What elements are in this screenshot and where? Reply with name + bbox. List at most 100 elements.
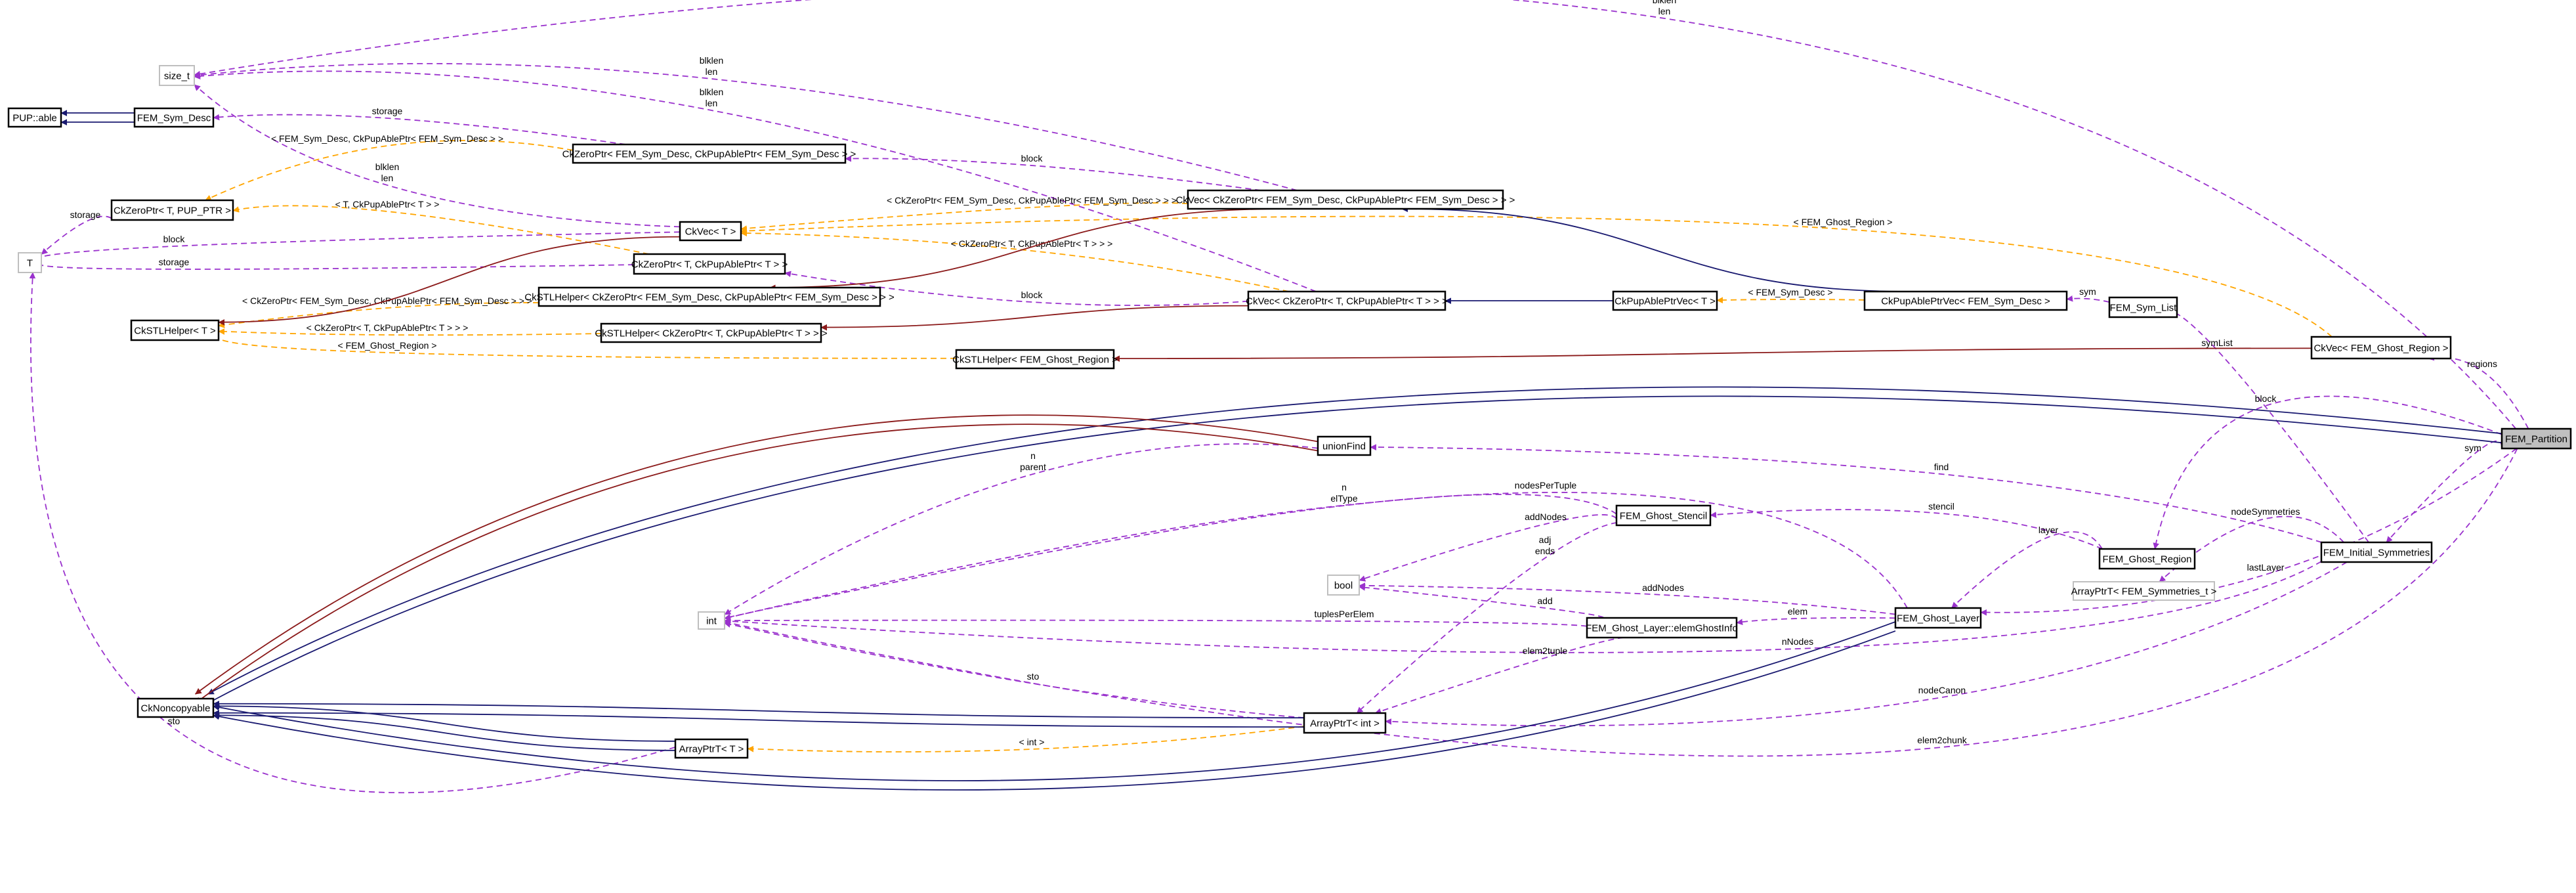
node-box bbox=[955, 349, 1115, 370]
class-node-fem-ghost-stencil[interactable]: FEM_Ghost_Stencil bbox=[1615, 504, 1712, 527]
node-label: PUP::able bbox=[12, 113, 57, 124]
edge-label: < FEM_Sym_Desc > bbox=[1748, 287, 1832, 297]
class-node-elemghostinfo[interactable]: FEM_Ghost_Layer::elemGhostInfo bbox=[1586, 617, 1738, 639]
node-label: CkVec< FEM_Ghost_Region > bbox=[2313, 343, 2448, 354]
node-box bbox=[1327, 575, 1360, 596]
edge-label: nodeSymmetries bbox=[2231, 506, 2300, 517]
edge-label: < CkZeroPtr< T, CkPupAblePtr< T > > > bbox=[306, 322, 469, 333]
edge-label: addNodes bbox=[1525, 512, 1567, 522]
class-node-ckvec-ghostregion[interactable]: CkVec< FEM_Ghost_Region > bbox=[2310, 336, 2452, 360]
edge-inherit-fem_partition-to-cknoncopyable bbox=[207, 386, 2502, 695]
class-node-arrayptrt-symm[interactable]: ArrayPtrT< FEM_Symmetries_t > bbox=[2071, 581, 2217, 601]
edge-inherit-fem_partition-to-cknoncopyable bbox=[207, 395, 2502, 704]
class-node-ckvec-zero-t[interactable]: CkVec< CkZeroPtr< T, CkPupAblePtr< T > >… bbox=[1246, 290, 1448, 311]
class-node-ckpupvec-femsym[interactable]: CkPupAblePtrVec< FEM_Sym_Desc > bbox=[1863, 290, 2068, 311]
node-label: FEM_Ghost_Region bbox=[2103, 554, 2192, 565]
node-box bbox=[679, 221, 742, 242]
edge-label: regions bbox=[2467, 359, 2497, 369]
edge-label: block bbox=[1021, 290, 1044, 300]
class-node-ckstl-zero-t[interactable]: CkSTLHelper< CkZeroPtr< T, CkPupAblePtr<… bbox=[595, 322, 828, 343]
class-node-fem-partition[interactable]: FEM_Partition bbox=[2501, 427, 2572, 450]
edge-inherit-arrayptrt_t-to-cknoncopyable bbox=[213, 715, 676, 751]
edge-inherit-ckpupvec_femsym-to-ckvec_zero_femsym bbox=[1402, 209, 1910, 292]
edge-usage-ckvec_t-to-t bbox=[37, 231, 681, 261]
edge-usage-fem_ghost_layer-to-int bbox=[725, 492, 1908, 619]
edge-label: blklen bbox=[1653, 0, 1677, 5]
class-node-ckzeroptr-t-pupable[interactable]: CkZeroPtr< T, CkPupAblePtr< T > > bbox=[631, 253, 788, 275]
edge-label: layer bbox=[2038, 525, 2059, 535]
node-label: FEM_Ghost_Layer::elemGhostInfo bbox=[1586, 623, 1738, 634]
class-node-int[interactable]: int bbox=[698, 611, 725, 630]
node-label: CkSTLHelper< CkZeroPtr< T, CkPupAblePtr<… bbox=[595, 328, 828, 339]
edge-label: parent bbox=[1020, 462, 1046, 472]
class-node-arrayptrt-int[interactable]: ArrayPtrT< int > bbox=[1303, 712, 1387, 734]
class-node-fem-ghost-layer[interactable]: FEM_Ghost_Layer bbox=[1894, 607, 1982, 629]
edge-usage-ckvec_zero_t-to-size_t bbox=[194, 70, 1317, 292]
edge-usage-ckvec_zero_t-to-ckzeroptr_t_pupable bbox=[785, 273, 1249, 306]
edge-usage-fem_partition-to-fem_ghost_region bbox=[2155, 395, 2502, 549]
edge-label: nNodes bbox=[1782, 636, 1813, 647]
edge-label: blklen bbox=[700, 87, 724, 97]
class-node-ckzeroptr-t-pup[interactable]: CkZeroPtr< T, PUP_PTR > bbox=[110, 199, 234, 221]
class-node-ckzeroptr-femsym[interactable]: CkZeroPtr< FEM_Sym_Desc, CkPupAblePtr< F… bbox=[562, 143, 856, 164]
edge-usage-fem_initial_symmetries-to-int bbox=[725, 561, 2322, 653]
edge-label: stencil bbox=[1928, 501, 1954, 512]
edge-label: storage bbox=[70, 209, 101, 220]
edge-label: storage bbox=[159, 257, 190, 267]
edge-label: < FEM_Ghost_Region > bbox=[1794, 217, 1893, 227]
node-box bbox=[674, 738, 749, 759]
node-box bbox=[600, 322, 822, 343]
edge-private-unionfind-to-cknoncopyable bbox=[195, 424, 1319, 704]
edge-usage-elemghostinfo-to-bool bbox=[1359, 587, 1604, 619]
class-node-size-t[interactable]: size_t bbox=[159, 65, 195, 86]
class-node-t[interactable]: T bbox=[18, 252, 42, 273]
class-node-fem-sym-desc[interactable]: FEM_Sym_Desc bbox=[133, 107, 215, 128]
edge-usage-arrayptrt_t-to-t bbox=[31, 272, 676, 794]
edge-usage-elemghostinfo-to-int bbox=[725, 621, 1588, 627]
edge-usage-fem_partition-to-size_t bbox=[194, 0, 2517, 429]
node-box bbox=[1863, 290, 2068, 311]
edge-usage-fem_partition-to-fem_ghost_layer bbox=[1981, 448, 2518, 613]
class-node-ckvec-t[interactable]: CkVec< T > bbox=[679, 221, 742, 242]
class-node-fem-sym-list[interactable]: FEM_Sym_List bbox=[2108, 296, 2178, 318]
edge-template-ckpupvec_femsym-to-ckpupvec_t bbox=[1717, 299, 1865, 300]
class-node-ckstl-zero-femsym[interactable]: CkSTLHelper< CkZeroPtr< FEM_Sym_Desc, Ck… bbox=[524, 286, 895, 307]
edge-usage-fem_partition-to-int bbox=[725, 448, 2518, 757]
edge-usage-fem_ghost_layer-to-bool bbox=[1359, 586, 1896, 615]
node-box bbox=[18, 252, 42, 273]
edge-label: sym bbox=[2079, 286, 2096, 297]
node-label: CkPupAblePtrVec< FEM_Sym_Desc > bbox=[1881, 296, 2050, 307]
class-node-ckvec-zero-femsym[interactable]: CkVec< CkZeroPtr< FEM_Sym_Desc, CkPupAbl… bbox=[1176, 189, 1515, 210]
class-node-cknoncopyable[interactable]: CkNoncopyable bbox=[137, 697, 215, 718]
class-node-fem-ghost-region[interactable]: FEM_Ghost_Region bbox=[2098, 548, 2196, 570]
class-node-fem-initial-symmetries[interactable]: FEM_Initial_Symmetries bbox=[2320, 541, 2433, 563]
class-node-ckstl-ghostregion[interactable]: CkSTLHelper< FEM_Ghost_Region > bbox=[952, 349, 1118, 370]
node-box bbox=[1187, 189, 1504, 210]
edge-label: n bbox=[1030, 450, 1036, 461]
node-label: CkSTLHelper< T > bbox=[134, 326, 216, 337]
edge-label: blklen bbox=[700, 55, 724, 66]
node-box bbox=[1317, 435, 1372, 456]
edge-label: sym bbox=[2464, 443, 2481, 453]
edge-template-ckstl_zero_femsym-to-ckstlhelper_t bbox=[219, 302, 539, 326]
edge-private-ckvec_zero_t-to-ckstl_zero_t bbox=[821, 305, 1249, 328]
edge-template-ckvec_zero_t-to-ckvec_t bbox=[741, 233, 1289, 292]
class-node-ckstlhelper-t[interactable]: CkSTLHelper< T > bbox=[130, 319, 220, 341]
node-box bbox=[2310, 336, 2452, 360]
class-node-unionfind[interactable]: unionFind bbox=[1317, 435, 1372, 456]
edge-label: add bbox=[1537, 596, 1552, 606]
edge-template-ckstl_ghostregion-to-ckstlhelper_t bbox=[217, 334, 957, 359]
node-label: ArrayPtrT< FEM_Symmetries_t > bbox=[2071, 586, 2217, 598]
class-node-pup-able[interactable]: PUP::able bbox=[7, 107, 62, 128]
node-box bbox=[538, 286, 881, 307]
class-node-ckpupvec-t[interactable]: CkPupAblePtrVec< T > bbox=[1612, 290, 1718, 311]
edge-private-ckvec_zero_femsym-to-ckstl_zero_femsym bbox=[770, 208, 1286, 288]
node-label: T bbox=[27, 258, 33, 269]
node-box bbox=[130, 319, 220, 341]
node-box bbox=[1247, 290, 1446, 311]
class-node-arrayptrt-t[interactable]: ArrayPtrT< T > bbox=[674, 738, 749, 759]
class-node-bool[interactable]: bool bbox=[1327, 575, 1360, 596]
node-label: size_t bbox=[164, 71, 190, 82]
edge-inherit-arrayptrt_int-to-cknoncopyable bbox=[213, 704, 1305, 719]
